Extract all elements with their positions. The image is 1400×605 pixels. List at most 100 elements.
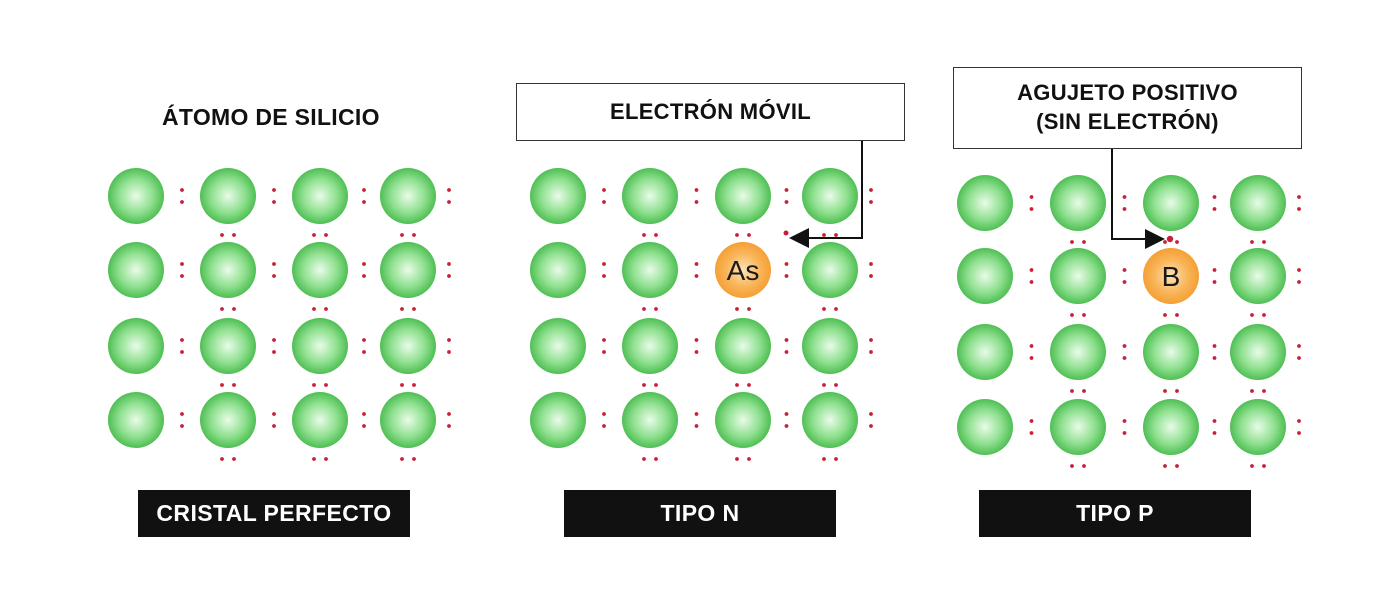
electron-dot — [1030, 344, 1034, 348]
electron-dot — [312, 307, 316, 311]
electron-dot — [822, 383, 826, 387]
silicon-atom — [530, 392, 586, 448]
hole-marker-dot — [1167, 236, 1173, 242]
electron-dot — [869, 412, 873, 416]
electron-dot — [447, 338, 451, 342]
arrow-to-electron-icon — [793, 141, 862, 238]
electron-dot — [362, 350, 366, 354]
silicon-atom — [802, 392, 858, 448]
electron-dot — [695, 412, 699, 416]
silicon-atom — [1230, 324, 1286, 380]
silicon-atom — [108, 318, 164, 374]
silicon-atom — [380, 168, 436, 224]
electron-dot — [180, 338, 184, 342]
electron-dot — [1262, 240, 1266, 244]
silicon-atom — [292, 168, 348, 224]
electron-dot — [1082, 240, 1086, 244]
dopant-atom — [1143, 248, 1199, 304]
electron-dot — [312, 233, 316, 237]
electron-dot — [1213, 419, 1217, 423]
silicon-atom — [1143, 175, 1199, 231]
silicon-atom — [1143, 324, 1199, 380]
electron-dot — [785, 188, 789, 192]
electron-dot — [1030, 419, 1034, 423]
electron-dot — [1213, 207, 1217, 211]
electron-dot — [735, 307, 739, 311]
electron-dot — [1030, 431, 1034, 435]
electron-dot — [272, 262, 276, 266]
caption-tipo-n: TIPO N — [564, 490, 836, 537]
electron-dot — [272, 188, 276, 192]
electron-dot — [1213, 356, 1217, 360]
electron-dot — [412, 233, 416, 237]
electron-dot — [785, 338, 789, 342]
mobile-electron-label: ELECTRÓN MÓVIL — [516, 83, 905, 141]
electron-dot — [447, 350, 451, 354]
silicon-atom — [957, 324, 1013, 380]
electron-dot — [642, 307, 646, 311]
silicon-atom — [715, 168, 771, 224]
silicon-atom — [802, 318, 858, 374]
electron-dot — [447, 274, 451, 278]
electron-dot — [869, 338, 873, 342]
electron-dot — [695, 188, 699, 192]
electron-dot — [220, 383, 224, 387]
electron-dot — [1123, 280, 1127, 284]
electron-dot — [1163, 389, 1167, 393]
electron-dot — [447, 412, 451, 416]
electron-dot — [735, 233, 739, 237]
silicon-atom — [292, 392, 348, 448]
electron-dot — [834, 383, 838, 387]
electron-dot — [869, 424, 873, 428]
electron-dot — [869, 188, 873, 192]
electron-dot — [869, 274, 873, 278]
electron-dot — [654, 233, 658, 237]
silicon-atom — [957, 399, 1013, 455]
electron-dot — [272, 274, 276, 278]
electron-dot — [1030, 280, 1034, 284]
electron-dot — [602, 412, 606, 416]
silicon-atom — [530, 242, 586, 298]
panel-tipo-p: AGUJETO POSITIVO (SIN ELECTRÓN) B TIPO P — [935, 0, 1395, 600]
silicon-atom — [380, 392, 436, 448]
electron-dot — [447, 262, 451, 266]
electron-dot — [312, 383, 316, 387]
electron-dot — [180, 424, 184, 428]
electron-dot — [1250, 464, 1254, 468]
electron-dot — [1297, 207, 1301, 211]
electron-dot — [747, 383, 751, 387]
electron-dot — [412, 307, 416, 311]
electron-dot — [1262, 464, 1266, 468]
silicon-atom — [1050, 399, 1106, 455]
electron-dot — [1175, 464, 1179, 468]
electron-dot — [1262, 313, 1266, 317]
electron-dot — [180, 350, 184, 354]
electron-dot — [654, 457, 658, 461]
silicon-atom — [108, 168, 164, 224]
silicon-atom — [622, 392, 678, 448]
electron-dot — [272, 412, 276, 416]
electron-dot — [602, 350, 606, 354]
electron-dot — [1070, 313, 1074, 317]
silicon-atom — [108, 242, 164, 298]
electron-dot — [180, 262, 184, 266]
electron-dot — [1213, 431, 1217, 435]
electron-dot — [1030, 195, 1034, 199]
electron-dot — [1082, 464, 1086, 468]
silicon-atom — [200, 168, 256, 224]
electron-dot — [822, 233, 826, 237]
silicon-atom — [1230, 248, 1286, 304]
arrow-to-hole-icon — [1112, 149, 1161, 239]
electron-dot — [1030, 356, 1034, 360]
electron-dot — [1250, 389, 1254, 393]
electron-dot — [1297, 344, 1301, 348]
electron-dot — [1163, 464, 1167, 468]
silicon-atom — [200, 242, 256, 298]
electron-dot — [602, 188, 606, 192]
electron-dot — [324, 383, 328, 387]
electron-dot — [447, 200, 451, 204]
electron-dot — [695, 424, 699, 428]
electron-dot — [362, 200, 366, 204]
silicon-atom — [802, 168, 858, 224]
electron-dot — [180, 274, 184, 278]
